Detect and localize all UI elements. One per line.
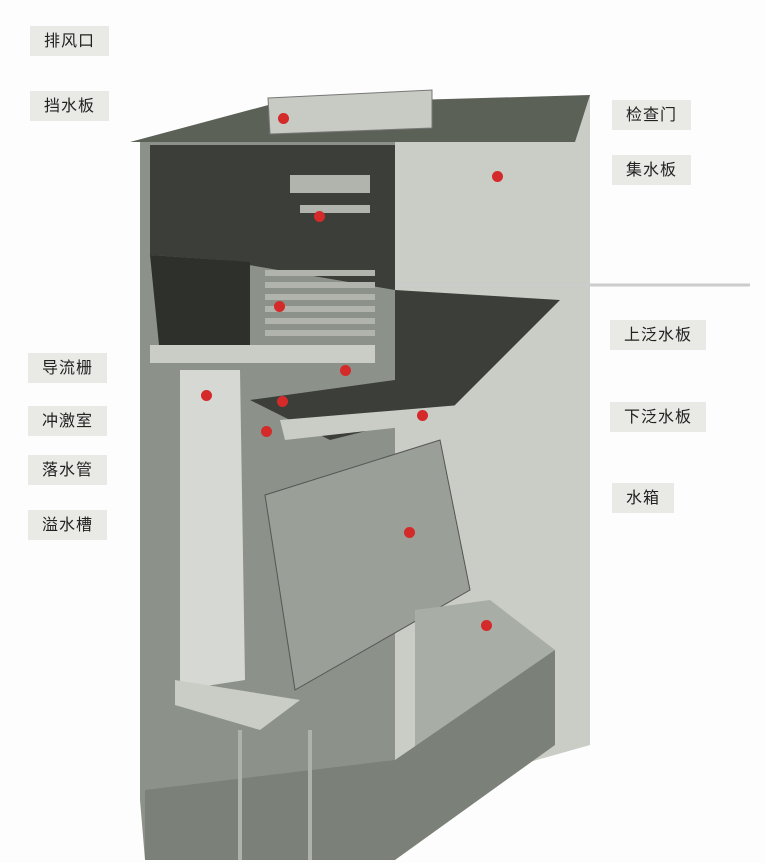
baffle-louvers bbox=[265, 175, 375, 336]
marker-dot bbox=[340, 365, 351, 376]
label-impingement-chamber: 冲激室 bbox=[28, 406, 108, 436]
marker-dot bbox=[277, 396, 288, 407]
marker-dot bbox=[417, 410, 428, 421]
label-downpipe: 落水管 bbox=[28, 455, 108, 485]
marker-dot bbox=[314, 211, 325, 222]
marker-dot bbox=[404, 527, 415, 538]
bottom-base bbox=[145, 650, 555, 860]
exhaust-outlet bbox=[267, 89, 433, 135]
label-water-baffle: 挡水板 bbox=[30, 91, 110, 121]
marker-dot bbox=[201, 390, 212, 401]
label-upper-splash-plate: 上泛水板 bbox=[610, 320, 707, 350]
label-exhaust-outlet: 排风口 bbox=[30, 26, 110, 56]
impingement-chamber bbox=[180, 370, 245, 690]
label-guide-grille: 导流栅 bbox=[28, 353, 108, 383]
marker-dot bbox=[278, 113, 289, 124]
label-water-tank: 水箱 bbox=[612, 483, 675, 513]
guide-grille-plate bbox=[150, 345, 375, 363]
overflow-trough bbox=[175, 680, 300, 730]
lower-splash-plate bbox=[264, 439, 471, 691]
marker-dot bbox=[274, 301, 285, 312]
marker-dot bbox=[492, 171, 503, 182]
label-lower-splash-plate: 下泛水板 bbox=[610, 402, 707, 432]
water-collector-plate bbox=[150, 255, 250, 355]
label-overflow-trough: 溢水槽 bbox=[28, 510, 108, 540]
marker-dot bbox=[261, 426, 272, 437]
label-water-collector: 集水板 bbox=[612, 155, 692, 185]
upper-splash-plate bbox=[250, 290, 560, 440]
marker-dot bbox=[481, 620, 492, 631]
label-inspection-door: 检查门 bbox=[612, 100, 692, 130]
